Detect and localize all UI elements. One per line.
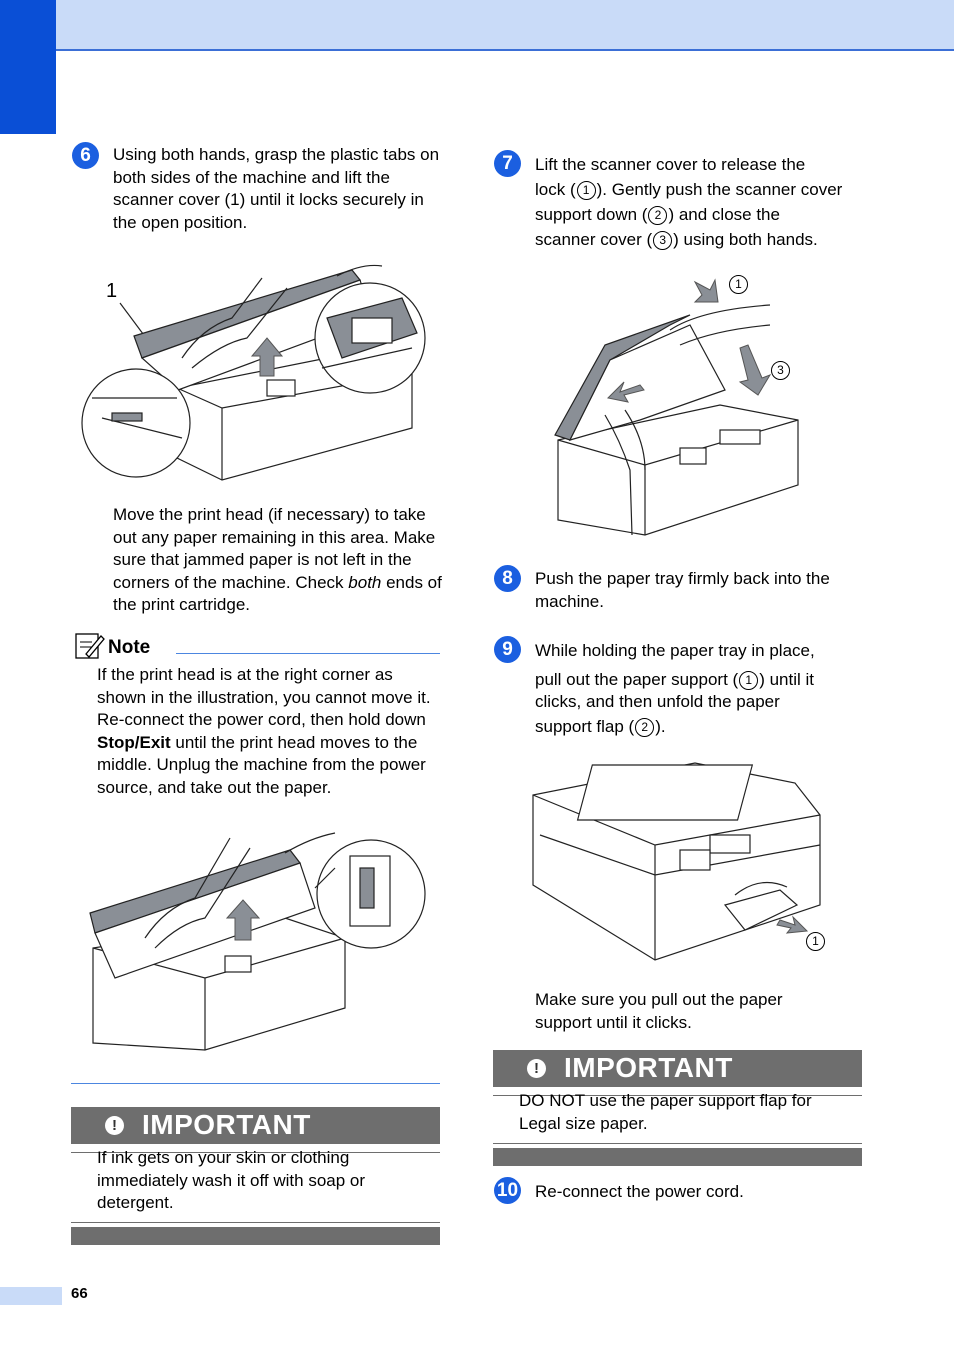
step-9-line-2b: ) until it: [759, 670, 814, 689]
figure-3-callout-3: 3: [771, 361, 790, 380]
figure-paper-support: 2 1: [525, 755, 830, 970]
step-9-line-2a: pull out the paper support (: [535, 670, 739, 689]
important-left-exclamation-icon: !: [105, 1116, 124, 1135]
step-9-circled-1: 1: [739, 671, 759, 691]
page-number-band: [0, 1287, 62, 1305]
step-7-text: Lift the scanner cover to release the lo…: [535, 152, 875, 252]
figure-close-scanner-cover-drawing: [554, 278, 799, 536]
figure-lift-scanner-cover-drawing: [81, 264, 426, 481]
important-left-top-rule: [71, 1152, 440, 1153]
step-6-followup-a: Move the print head (if necessary) to ta…: [113, 505, 436, 592]
step-7-line-3: support down (2) and close the: [535, 202, 875, 227]
step-7-line-4a: scanner cover (: [535, 230, 653, 249]
important-left-text: If ink gets on your skin or clothing imm…: [97, 1148, 366, 1212]
note-pencil-icon: [75, 633, 105, 659]
figure-lift-scanner-cover: 1: [81, 258, 432, 488]
step-9-badge: 9: [494, 636, 521, 663]
step-9-line-3: clicks, and then unfold the paper: [535, 692, 780, 711]
step-7-line-2b: ). Gently push the scanner cover: [596, 180, 843, 199]
step-7-line-3b: ) and close the: [668, 205, 780, 224]
step-9-followup: Make sure you pull out the paper support…: [535, 990, 783, 1032]
note-title: Note: [108, 637, 151, 658]
important-right-text: DO NOT use the paper support flap for Le…: [519, 1091, 812, 1133]
step-6-followup: Move the print head (if necessary) to ta…: [113, 504, 443, 617]
figure-callout-1: 1: [106, 280, 118, 302]
step-9-line-4a: support flap (: [535, 717, 635, 736]
important-right-bottom-rule: [493, 1143, 862, 1144]
step-9-line-1: While holding the paper tray in place,: [535, 641, 815, 660]
important-left-bottom-rule: [71, 1222, 440, 1223]
step-10-badge: 10: [494, 1177, 521, 1204]
important-right-footer: [493, 1148, 862, 1166]
step-7-line-3a: support down (: [535, 205, 648, 224]
step-8-badge: 8: [494, 565, 521, 592]
step-9-line-4b: ).: [655, 717, 666, 736]
important-right-top-rule: [493, 1095, 862, 1096]
important-right-title: IMPORTANT: [564, 1052, 733, 1083]
step-9-text: While holding the paper tray in place, p…: [535, 638, 875, 739]
step-7-circled-3: 3: [653, 231, 673, 251]
important-left-title: IMPORTANT: [142, 1109, 311, 1140]
step-6-text: Using both hands, grasp the plastic tabs…: [113, 145, 440, 232]
figure-print-head-position: [85, 828, 430, 1056]
step-7-line-4b: ) using both hands.: [673, 230, 818, 249]
step-9-line-4: support flap (2).: [535, 714, 875, 739]
step-8-text: Push the paper tray firmly back into the…: [535, 569, 830, 611]
step-10-text: Re-connect the power cord.: [535, 1182, 744, 1201]
note-text: If the print head is at the right corner…: [97, 664, 445, 799]
step-6-followup-italic: both: [348, 572, 382, 592]
step-7-line-4: scanner cover (3) using both hands.: [535, 227, 875, 252]
note-text-b: until the print head moves to the middle…: [97, 732, 426, 797]
step-7-circled-1: 1: [576, 181, 596, 201]
figure-close-scanner-cover: 1 2 3: [550, 270, 810, 545]
important-left-header: ! IMPORTANT: [71, 1107, 440, 1144]
step-7-circled-2: 2: [648, 206, 668, 226]
step-6-followup-b: ends of the print cartridge.: [113, 572, 442, 615]
page-header-band: [0, 0, 954, 51]
page-number: 66: [71, 1285, 88, 1302]
note-divider: [176, 653, 440, 654]
important-right-exclamation-icon: !: [527, 1059, 546, 1078]
step-7-line-1: Lift the scanner cover to release the: [535, 155, 806, 174]
step-6-badge: 6: [72, 142, 99, 169]
figure-3-callout-1: 1: [729, 275, 748, 294]
figure-print-head-drawing: [89, 832, 426, 1051]
step-7-badge: 7: [494, 150, 521, 177]
note-text-a: If the print head is at the right corner…: [97, 665, 431, 729]
step-9-line-2: pull out the paper support (1) until it: [535, 667, 875, 692]
note-stop-exit-key: Stop/Exit: [97, 732, 171, 752]
important-right-header: ! IMPORTANT: [493, 1050, 862, 1087]
step-9-circled-2: 2: [635, 718, 655, 738]
step-7-line-2a: lock (: [535, 180, 576, 199]
chapter-tab: [0, 0, 56, 134]
left-section-divider: [71, 1083, 440, 1084]
figure-4-callout-1: 1: [806, 932, 825, 951]
step-7-line-2: lock (1). Gently push the scanner cover: [535, 177, 875, 202]
important-left-footer: [71, 1227, 440, 1245]
figure-paper-support-drawing: [532, 762, 821, 961]
